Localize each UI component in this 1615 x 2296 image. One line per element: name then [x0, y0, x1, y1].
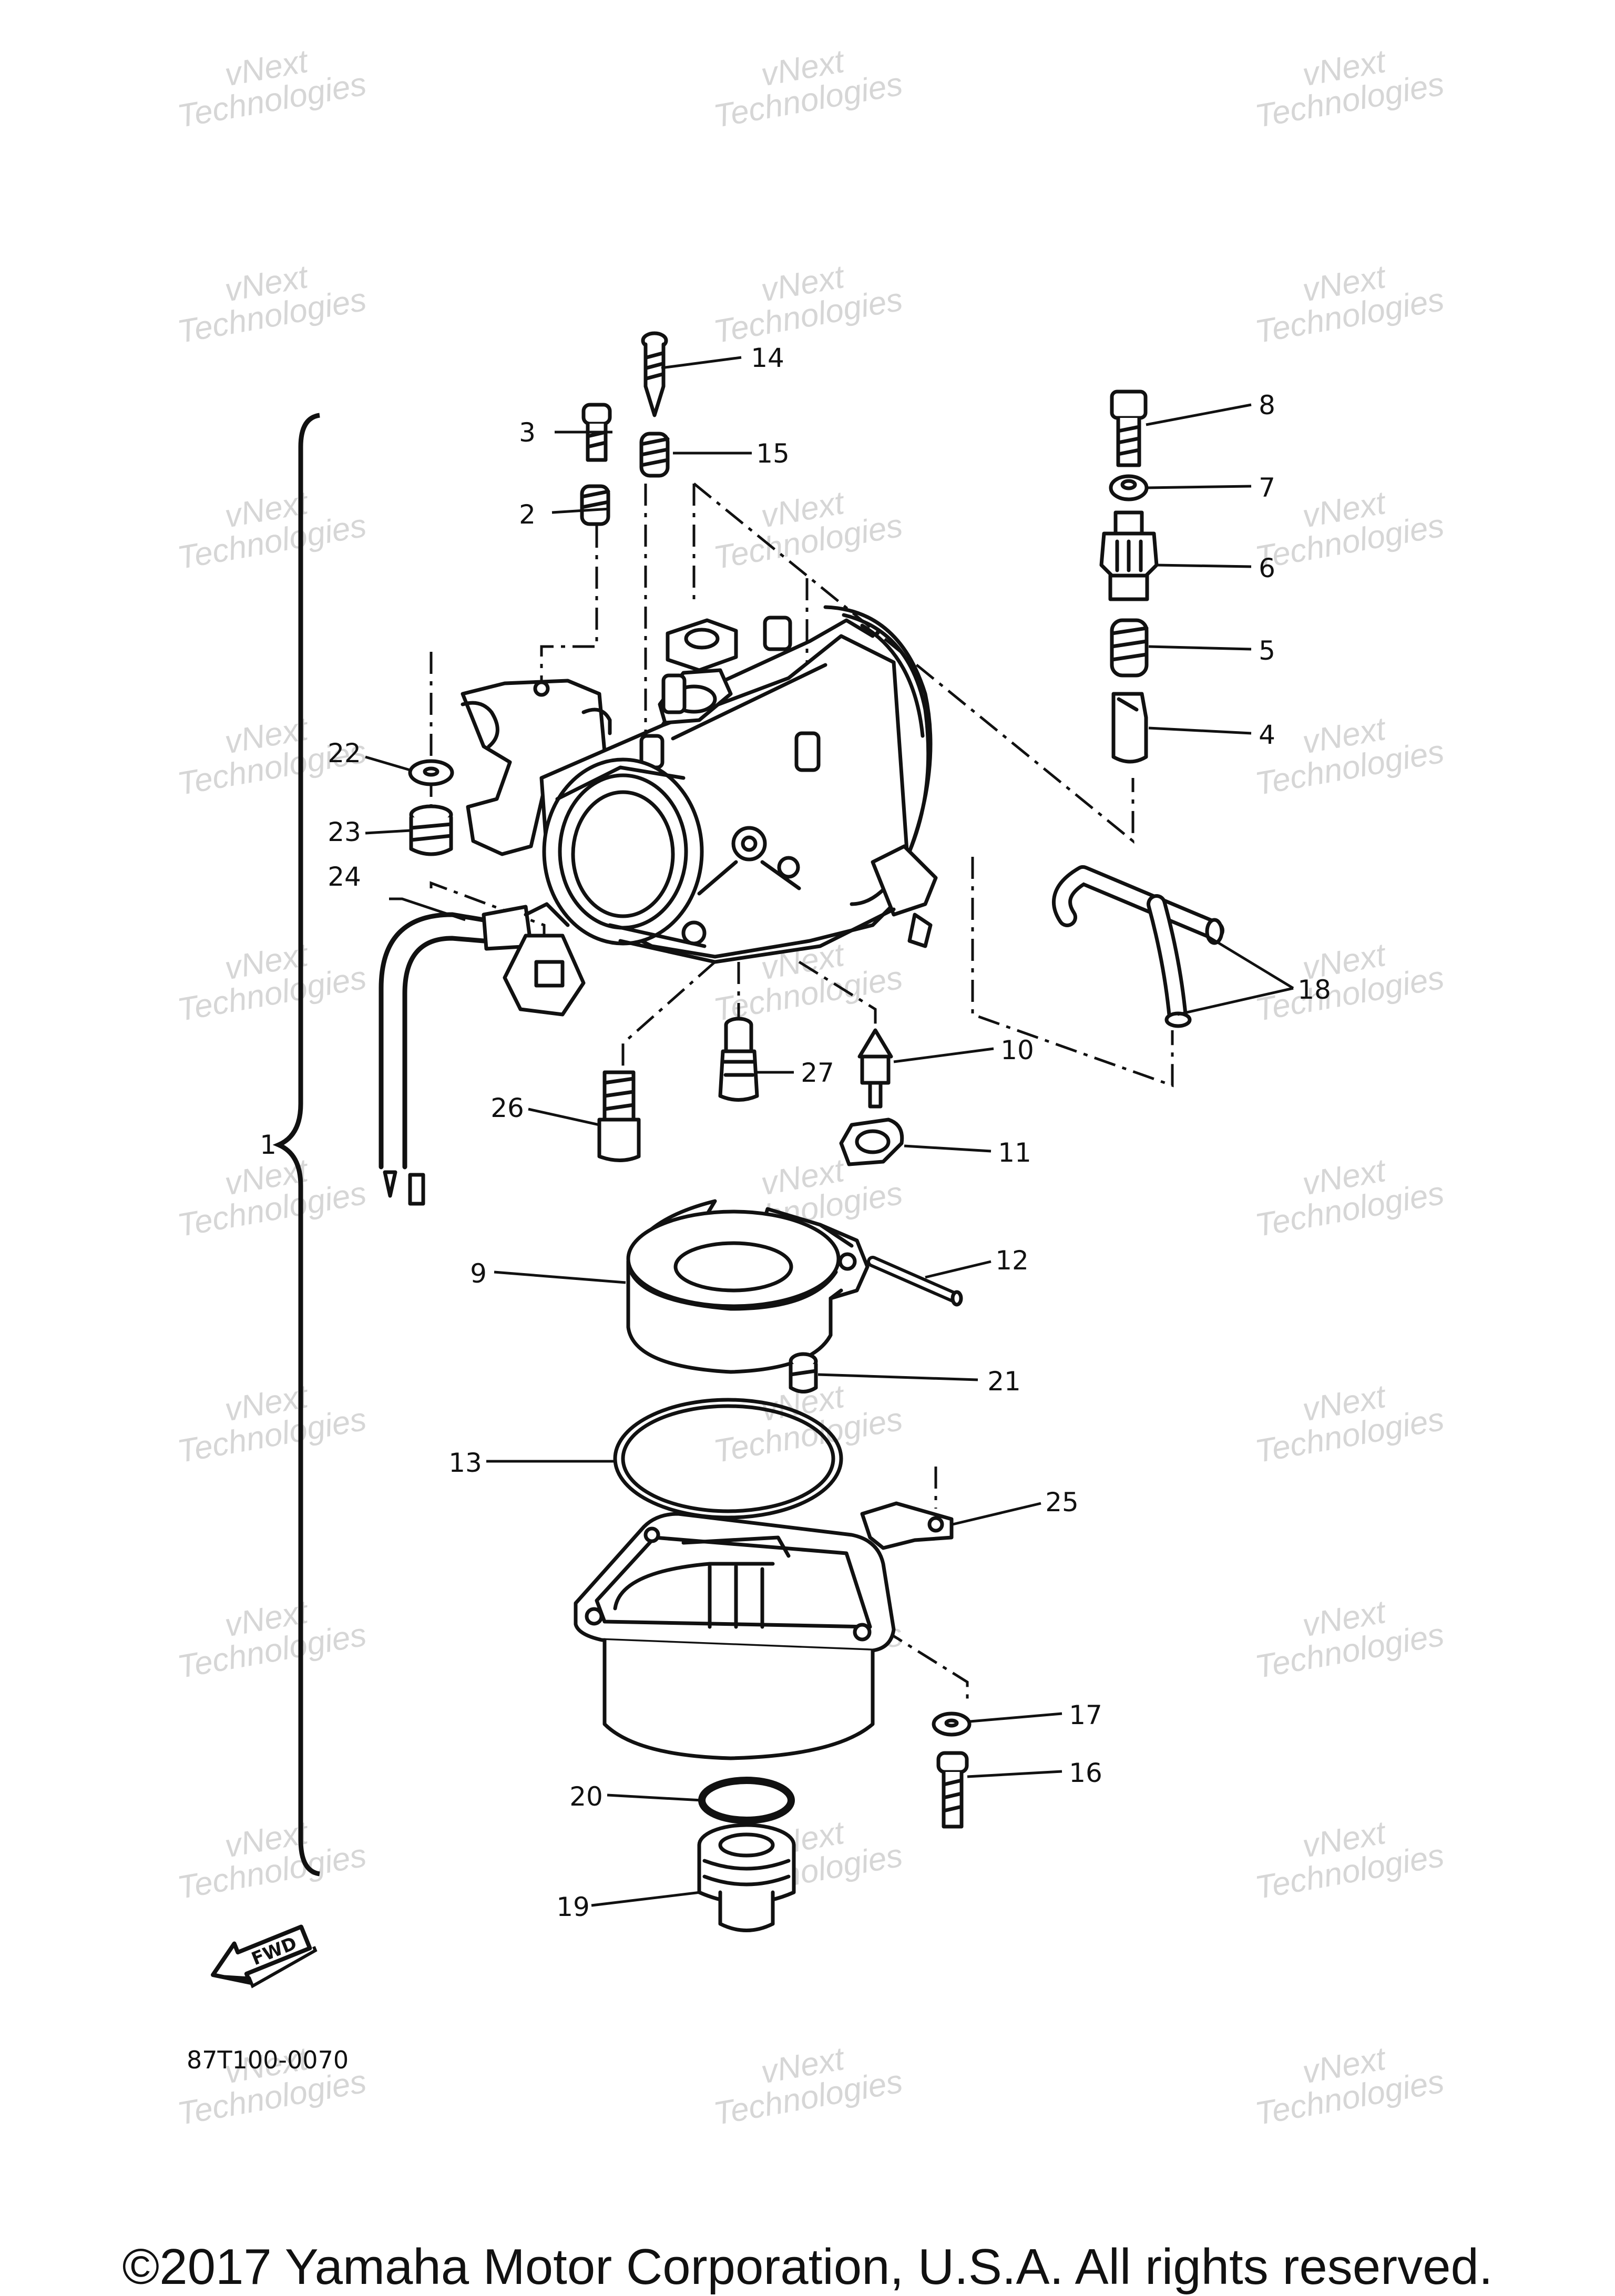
assembly-brace [272, 413, 320, 1877]
float-bowl [574, 1512, 896, 1760]
callout-7: 7 [1259, 473, 1275, 503]
part-15-spring [639, 432, 670, 478]
callout-14: 14 [751, 343, 784, 373]
callout-9: 9 [470, 1258, 487, 1289]
part-10-needle-valve [857, 1028, 893, 1109]
callout-26: 26 [490, 1093, 524, 1123]
part-17-washer [932, 1711, 972, 1737]
callout-19: 19 [556, 1892, 590, 1922]
callout-numbers: 1 2 3 4 5 6 7 8 9 10 11 12 13 14 15 16 1… [260, 343, 1331, 1922]
callout-1: 1 [260, 1130, 277, 1160]
part-2-spring [580, 484, 610, 526]
part-25-clamp [860, 1501, 954, 1550]
carburetor-parts [379, 331, 1224, 1932]
callout-27: 27 [801, 1058, 834, 1088]
callout-21: 21 [987, 1366, 1021, 1397]
callout-5: 5 [1259, 636, 1275, 666]
part-23-spring [409, 804, 453, 856]
callout-24: 24 [328, 862, 361, 892]
diagram-code: 87T100-0070 [187, 2046, 349, 2074]
part-22-washer [408, 759, 454, 786]
part-24-sensor-harness [379, 902, 586, 1206]
part-14-pilot-screw [641, 331, 668, 417]
leader-lines [365, 356, 1294, 1907]
callout-15: 15 [756, 438, 790, 469]
part-12-pin [867, 1256, 963, 1307]
part-4-valve [1111, 692, 1148, 764]
part-26-jet [597, 1070, 641, 1162]
part-20-o-ring [698, 1777, 795, 1824]
callout-18: 18 [1297, 975, 1331, 1005]
callout-11: 11 [998, 1137, 1031, 1168]
fwd-arrow-icon: FWD [210, 1924, 318, 1988]
callout-12: 12 [995, 1245, 1029, 1276]
copyright-notice: ©2017 Yamaha Motor Corporation, U.S.A. A… [122, 2239, 1493, 2295]
part-5-spring [1110, 618, 1149, 678]
part-6-jet-holder [1099, 510, 1159, 601]
part-18-hose [1052, 865, 1224, 1028]
part-13-gasket [613, 1398, 843, 1520]
callout-17: 17 [1069, 1700, 1102, 1730]
callout-20: 20 [569, 1781, 603, 1812]
callout-4: 4 [1259, 720, 1275, 750]
part-16-screw [936, 1751, 969, 1829]
callout-8: 8 [1259, 390, 1275, 421]
part-19-drain-plug [697, 1823, 796, 1932]
callout-6: 6 [1259, 553, 1275, 583]
callout-10: 10 [1000, 1035, 1034, 1065]
part-21-screw [789, 1352, 818, 1393]
callout-3: 3 [519, 417, 536, 448]
part-11-clip [839, 1118, 904, 1166]
part-9-float [626, 1199, 870, 1374]
callout-22: 22 [328, 738, 361, 768]
part-7-nut [1109, 474, 1149, 501]
callout-2: 2 [519, 499, 536, 530]
part-8-bolt [1110, 390, 1148, 467]
callout-16: 16 [1069, 1758, 1102, 1788]
callout-25: 25 [1045, 1487, 1079, 1518]
part-27-jet [718, 1017, 759, 1102]
callout-23: 23 [328, 817, 361, 847]
carburetor-body [461, 605, 938, 964]
callout-13: 13 [448, 1448, 482, 1478]
